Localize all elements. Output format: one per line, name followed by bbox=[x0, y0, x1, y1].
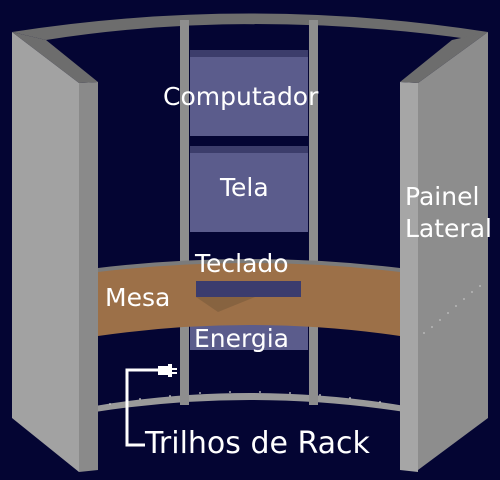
side-panel-right-front bbox=[418, 32, 488, 470]
desk-top-edge bbox=[98, 259, 400, 274]
rail-connector-icon bbox=[158, 364, 177, 377]
rails-callout-bracket bbox=[125, 368, 170, 447]
label-side-panel: Painel Lateral bbox=[405, 181, 492, 245]
top-frame bbox=[12, 13, 488, 40]
label-desk: Mesa bbox=[105, 283, 171, 312]
label-rack-rails: Trilhos de Rack bbox=[145, 426, 370, 461]
base-speckle bbox=[109, 391, 381, 405]
label-side-panel-line1: Painel bbox=[405, 182, 480, 211]
side-panel-left-edge bbox=[79, 82, 98, 472]
desk-surface bbox=[98, 263, 400, 336]
bottom-frame bbox=[95, 393, 405, 412]
screen-module-top bbox=[190, 146, 308, 153]
label-screen: Tela bbox=[220, 173, 269, 202]
rack-rail-right bbox=[309, 20, 318, 405]
side-panel-left-top bbox=[12, 32, 98, 83]
label-power: Energia bbox=[194, 324, 289, 353]
label-computer: Computador bbox=[163, 82, 319, 111]
rack-rail-left bbox=[180, 20, 189, 405]
label-side-panel-line2: Lateral bbox=[405, 214, 492, 243]
right-panel-speckle bbox=[423, 285, 481, 334]
side-panel-right-edge bbox=[400, 82, 418, 472]
side-panel-left-front bbox=[12, 32, 79, 472]
computer-module-top bbox=[190, 50, 308, 57]
keyboard-module bbox=[196, 281, 301, 297]
keyboard-shadow bbox=[196, 297, 255, 312]
computer-module bbox=[190, 50, 308, 136]
screen-module bbox=[190, 146, 308, 232]
label-keyboard: Teclado bbox=[195, 249, 289, 278]
side-panel-right-top bbox=[400, 32, 488, 83]
